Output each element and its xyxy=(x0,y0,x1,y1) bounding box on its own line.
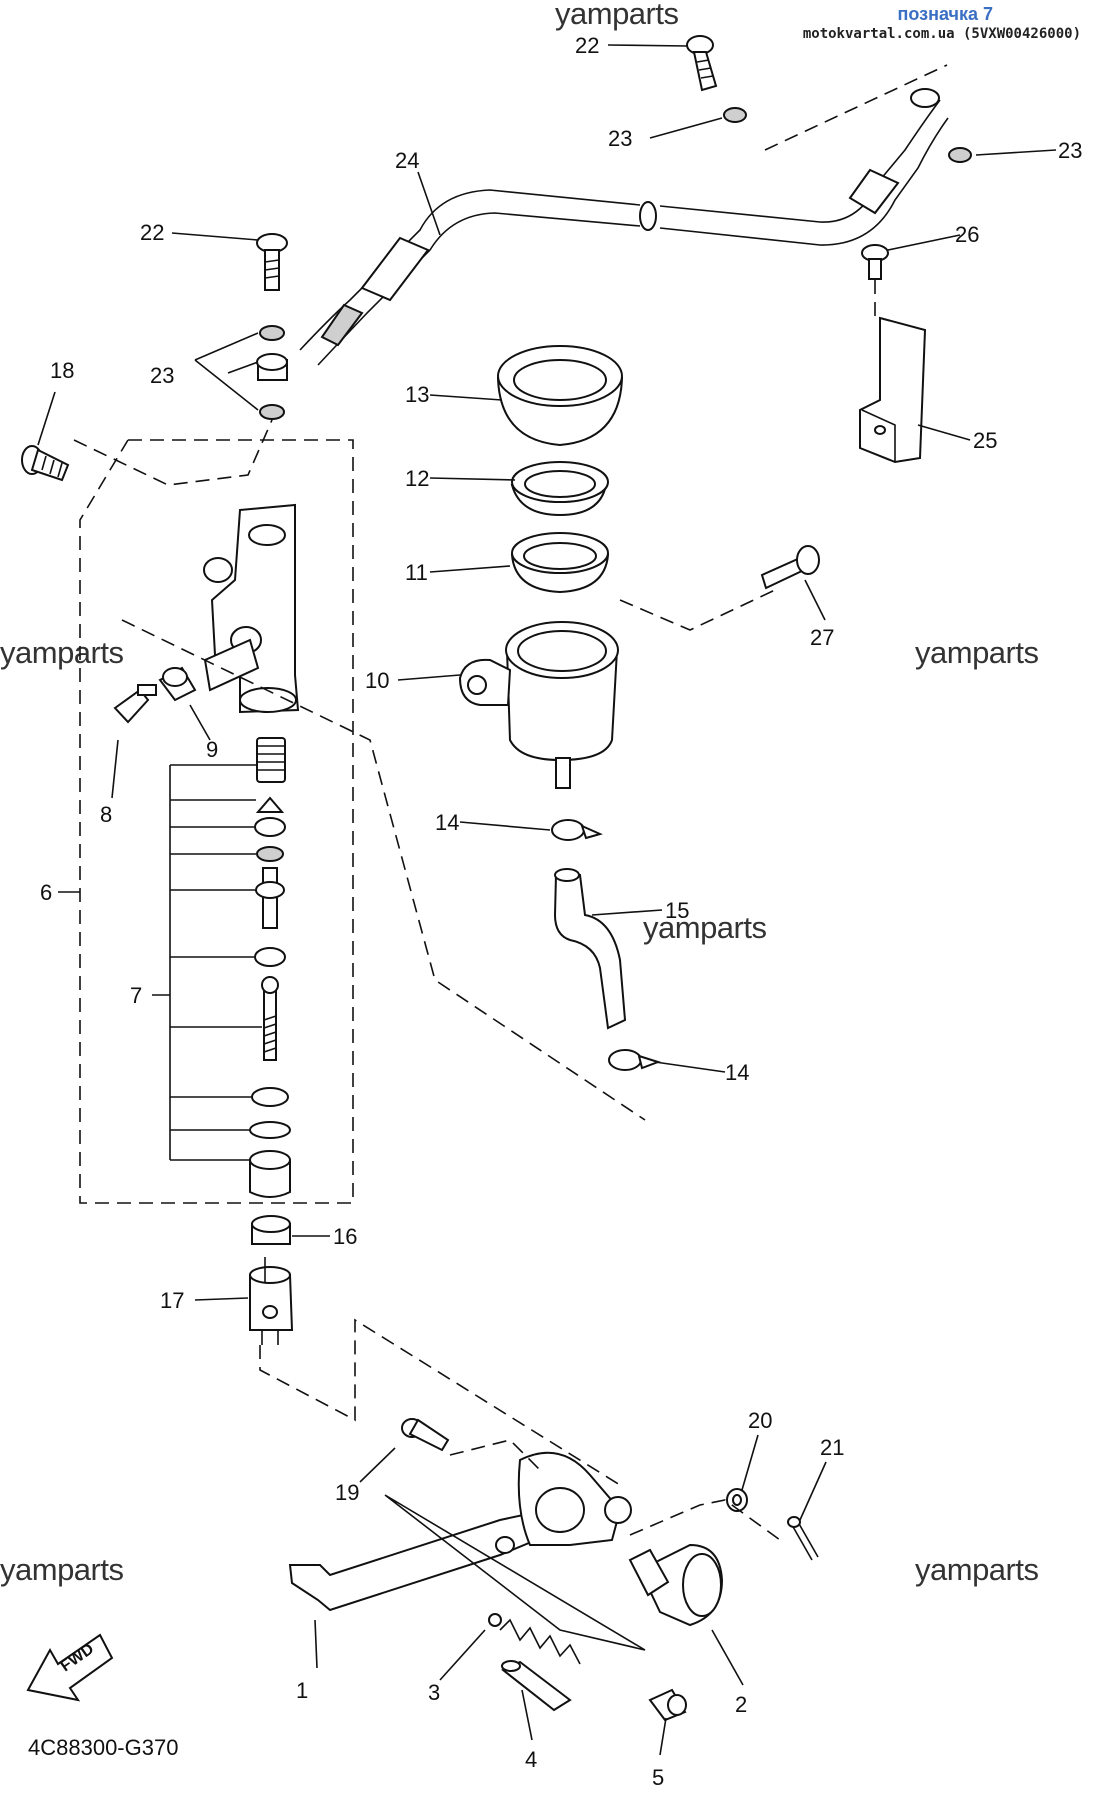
callout-11: 11 xyxy=(405,560,428,585)
clevis xyxy=(249,1266,294,1345)
watermark-left-bottom: yamparts xyxy=(0,1552,124,1587)
leader-lines xyxy=(73,64,948,1651)
reservoir-hose xyxy=(553,868,627,1030)
callout-20: 20 xyxy=(748,1408,772,1433)
watermark-center: yamparts xyxy=(643,910,767,945)
brake-hose xyxy=(299,88,949,366)
reservoir-bolt xyxy=(760,545,820,590)
watermark-left-mid: yamparts xyxy=(0,635,124,670)
callout-7: 7 xyxy=(130,983,142,1008)
callout-27: 27 xyxy=(810,625,834,650)
watermark-right-bottom: yamparts xyxy=(915,1552,1039,1587)
callout-22b: 22 xyxy=(140,220,164,245)
callout-12: 12 xyxy=(405,466,429,491)
callout-1: 1 xyxy=(296,1678,308,1703)
master-cylinder xyxy=(203,503,300,714)
watermark-top: yamparts xyxy=(555,0,679,31)
callout-9: 9 xyxy=(206,737,218,762)
reservoir-cap xyxy=(496,345,624,447)
callout-24: 24 xyxy=(395,148,419,173)
callout-15: 15 xyxy=(665,898,689,923)
callout-26: 26 xyxy=(955,222,979,247)
diaphragm xyxy=(510,532,610,594)
hose-bracket xyxy=(859,316,927,464)
callout-14a: 14 xyxy=(435,810,459,835)
callout-6: 6 xyxy=(40,880,52,905)
return-spring xyxy=(488,1613,581,1665)
callout-13: 13 xyxy=(405,382,429,407)
mounting-bolt xyxy=(21,445,70,482)
callout-5: 5 xyxy=(652,1765,664,1790)
callout-4: 4 xyxy=(525,1747,537,1772)
callout-10: 10 xyxy=(365,668,389,693)
callout-21: 21 xyxy=(820,1435,844,1460)
diaphragm-plate xyxy=(510,461,609,517)
diagram-code: 4C88300-G370 xyxy=(28,1735,179,1760)
site-mark-label: позначка 7 xyxy=(897,4,994,24)
callout-23a: 23 xyxy=(608,126,632,151)
copper-washers xyxy=(256,107,972,420)
pivot-shaft xyxy=(628,1543,724,1627)
callout-19: 19 xyxy=(335,1480,359,1505)
callout-18: 18 xyxy=(50,358,74,383)
brake-pedal xyxy=(288,1451,632,1612)
banjo-bolt-left xyxy=(256,233,288,291)
site-ref-label: motokvartal.com.ua (5VXW00426000) xyxy=(802,26,1081,42)
cotter-pin xyxy=(787,1516,819,1561)
group-box xyxy=(79,439,354,1204)
spring-sleeve xyxy=(501,1660,572,1712)
callout-23b: 23 xyxy=(1058,138,1082,163)
callout-14b: 14 xyxy=(725,1060,749,1085)
callout-17: 17 xyxy=(160,1288,184,1313)
forward-arrow: FWD xyxy=(26,1633,114,1702)
callout-16: 16 xyxy=(333,1224,357,1249)
master-cylinder-kit xyxy=(169,737,291,1198)
hose-clip-upper xyxy=(551,819,603,841)
callout-leaders xyxy=(37,44,1057,1756)
callout-23c: 23 xyxy=(150,363,174,388)
washer-20 xyxy=(726,1488,748,1512)
callout-numbers: 1 2 3 4 5 6 7 8 9 10 11 12 13 14 14 15 1… xyxy=(40,33,1082,1790)
spring-bolt xyxy=(648,1688,687,1722)
callout-25: 25 xyxy=(973,428,997,453)
bleed-screw xyxy=(113,684,157,724)
brake-reservoir xyxy=(458,621,619,789)
clevis-pin xyxy=(401,1418,450,1452)
callout-2: 2 xyxy=(735,1692,747,1717)
callout-22a: 22 xyxy=(575,33,599,58)
hose-clip-lower xyxy=(608,1049,662,1071)
bleed-cap xyxy=(158,666,197,702)
callout-3: 3 xyxy=(428,1680,440,1705)
bracket-bolt xyxy=(861,244,889,280)
watermark-right-mid: yamparts xyxy=(915,635,1039,670)
locknut xyxy=(251,1215,291,1245)
banjo-bolt-upper xyxy=(686,35,718,92)
callout-8: 8 xyxy=(100,802,112,827)
